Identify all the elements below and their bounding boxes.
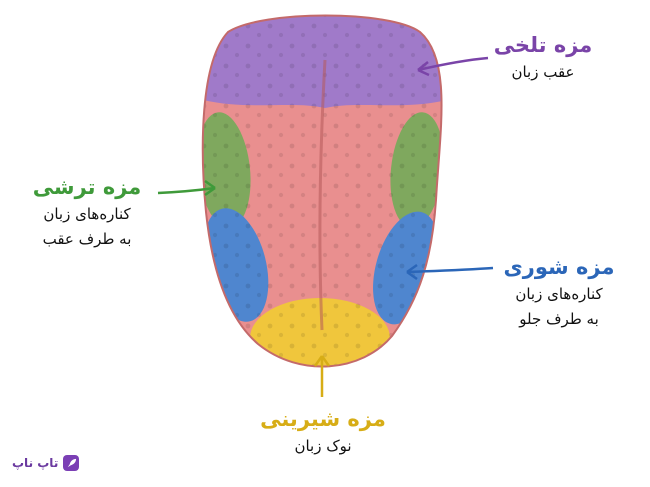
sour-location-line-2: به طرف عقب (42, 230, 132, 248)
salty-label: مزه شوری کناره‌های زبان به طرف جلو (490, 252, 628, 332)
salty-location-line-1: کناره‌های زبان (515, 285, 603, 303)
sour-label: مزه ترشی کناره‌های زبان به طرف عقب (18, 172, 156, 252)
salty-title: مزه شوری (503, 255, 615, 279)
sweet-arrow (313, 355, 331, 397)
sweet-label: مزه شیرینی نوک زبان (248, 404, 398, 459)
sweet-location: نوک زبان (294, 437, 352, 455)
bitter-arrow (417, 56, 489, 77)
brand-name: تاپ ناپ (12, 456, 59, 470)
rocket-icon (63, 455, 80, 471)
bitter-title: مزه تلخی (493, 33, 593, 57)
sour-title: مزه ترشی (32, 175, 142, 199)
sweet-title: مزه شیرینی (260, 407, 386, 431)
salty-arrow (406, 263, 494, 281)
salty-location-line-2: به طرف جلو (519, 310, 599, 328)
brand-logo: تاپ ناپ (12, 455, 80, 471)
tongue-outline (201, 14, 443, 368)
sour-location-line-1: کناره‌های زبان (43, 205, 131, 223)
bitter-label: مزه تلخی عقب زبان (478, 30, 608, 85)
bitter-location: عقب زبان (511, 63, 575, 81)
tongue (202, 15, 442, 367)
median-groove (318, 59, 327, 331)
sour-arrow (157, 179, 216, 197)
